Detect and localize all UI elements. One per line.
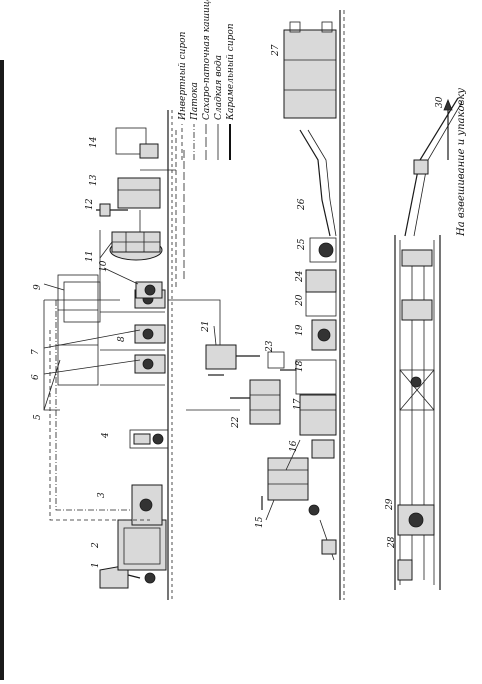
- legend-label: Карамельный сироп: [226, 23, 236, 121]
- label-29: 29: [385, 498, 395, 511]
- conveyor-mechanism: [399, 249, 435, 411]
- label-19: 19: [295, 324, 305, 336]
- equipment-10-pump: [135, 281, 163, 299]
- equipment-26-conveyor: [299, 129, 337, 237]
- equipment-9-tank: [63, 281, 101, 323]
- label-3: 3: [97, 492, 107, 498]
- label-15: 15: [255, 516, 265, 528]
- label-11: 11: [85, 251, 95, 262]
- equipment-17-cooling-machine: [299, 394, 337, 436]
- label-26: 26: [297, 198, 307, 211]
- label-1: 1: [91, 562, 101, 568]
- equipment-11-evaporator: [109, 231, 163, 261]
- equipment-3-pump: [131, 484, 163, 526]
- packaging-conveyor: [394, 97, 463, 590]
- scan-left-edge: [0, 60, 4, 680]
- equipment-30-inclined-conveyor: [404, 97, 463, 237]
- label-23: 23: [265, 340, 275, 353]
- equipment-16-vessel: [311, 439, 335, 459]
- legend-item-sugar-molasses-paste: Сахаро-паточная кашица: [202, 0, 212, 160]
- label-9: 9: [33, 284, 43, 290]
- equipment-29-drive: [397, 504, 435, 536]
- equipment-12-filter: [96, 203, 128, 217]
- label-8: 8: [117, 336, 127, 342]
- piping-upper: [43, 130, 185, 521]
- upper-floor-section: [43, 110, 185, 600]
- label-27: 27: [271, 44, 281, 57]
- legend-label: Патока: [190, 82, 200, 121]
- label-12: 12: [85, 198, 95, 210]
- label-22: 22: [231, 416, 241, 429]
- label-28: 28: [387, 536, 397, 549]
- note-to-packaging: На взвешивание и упаковку: [456, 88, 467, 237]
- equipment-25-cutter: [309, 237, 337, 263]
- equipment-23-pump: [267, 351, 285, 369]
- note-arrow-head: [443, 98, 453, 111]
- equipment-27-hopper: [283, 21, 337, 119]
- legend-label: Сахаро-паточная кашица: [202, 0, 212, 120]
- equipment-15-cooler: [261, 457, 320, 516]
- label-17: 17: [293, 398, 303, 410]
- label-25: 25: [297, 238, 307, 251]
- equipment-14-tank: [115, 127, 159, 159]
- label-13: 13: [89, 174, 99, 186]
- equipment-13-vessel: [117, 177, 161, 209]
- equipment-28-support: [397, 559, 413, 581]
- piping-middle: [168, 299, 337, 561]
- label-18: 18: [295, 360, 305, 372]
- equipment-4-pump: [129, 429, 169, 449]
- label-14: 14: [89, 136, 99, 148]
- label-16: 16: [289, 440, 299, 452]
- equipment-22-vacuum: [230, 379, 281, 425]
- legend: Инвертный сироп Патока Сахаро-паточная к…: [178, 0, 236, 160]
- label-10: 10: [99, 260, 109, 272]
- equipment-labels: 1 2 3 4 5 6 7 8 9 10 11 12 13 14 15 16 1…: [31, 44, 445, 568]
- label-5: 5: [33, 414, 43, 420]
- label-24: 24: [295, 270, 305, 283]
- legend-item-sweet-water: Сладкая вода: [214, 55, 224, 160]
- legend-label: Инвертный сироп: [178, 31, 188, 121]
- lower-floor-section: [168, 10, 345, 600]
- label-21: 21: [201, 321, 211, 333]
- label-4: 4: [101, 432, 111, 439]
- equipment-19-20-rollers: [305, 289, 337, 351]
- label-7: 7: [31, 349, 41, 355]
- legend-item-molasses: Патока: [190, 82, 200, 160]
- label-30: 30: [435, 96, 445, 108]
- equipment-2-dissolver: [117, 519, 167, 584]
- label-leaders: [43, 241, 275, 521]
- legend-item-invert-syrup: Инвертный сироп: [178, 31, 188, 160]
- equipment-21-tank: [205, 344, 260, 376]
- legend-label: Сладкая вода: [214, 55, 224, 120]
- label-2: 2: [91, 542, 101, 549]
- equipment-18-unit: [295, 359, 337, 395]
- legend-item-caramel-syrup: Карамельный сироп: [226, 23, 236, 160]
- equipment-24-unit: [305, 269, 337, 293]
- label-6: 6: [31, 374, 41, 380]
- label-20: 20: [295, 294, 305, 307]
